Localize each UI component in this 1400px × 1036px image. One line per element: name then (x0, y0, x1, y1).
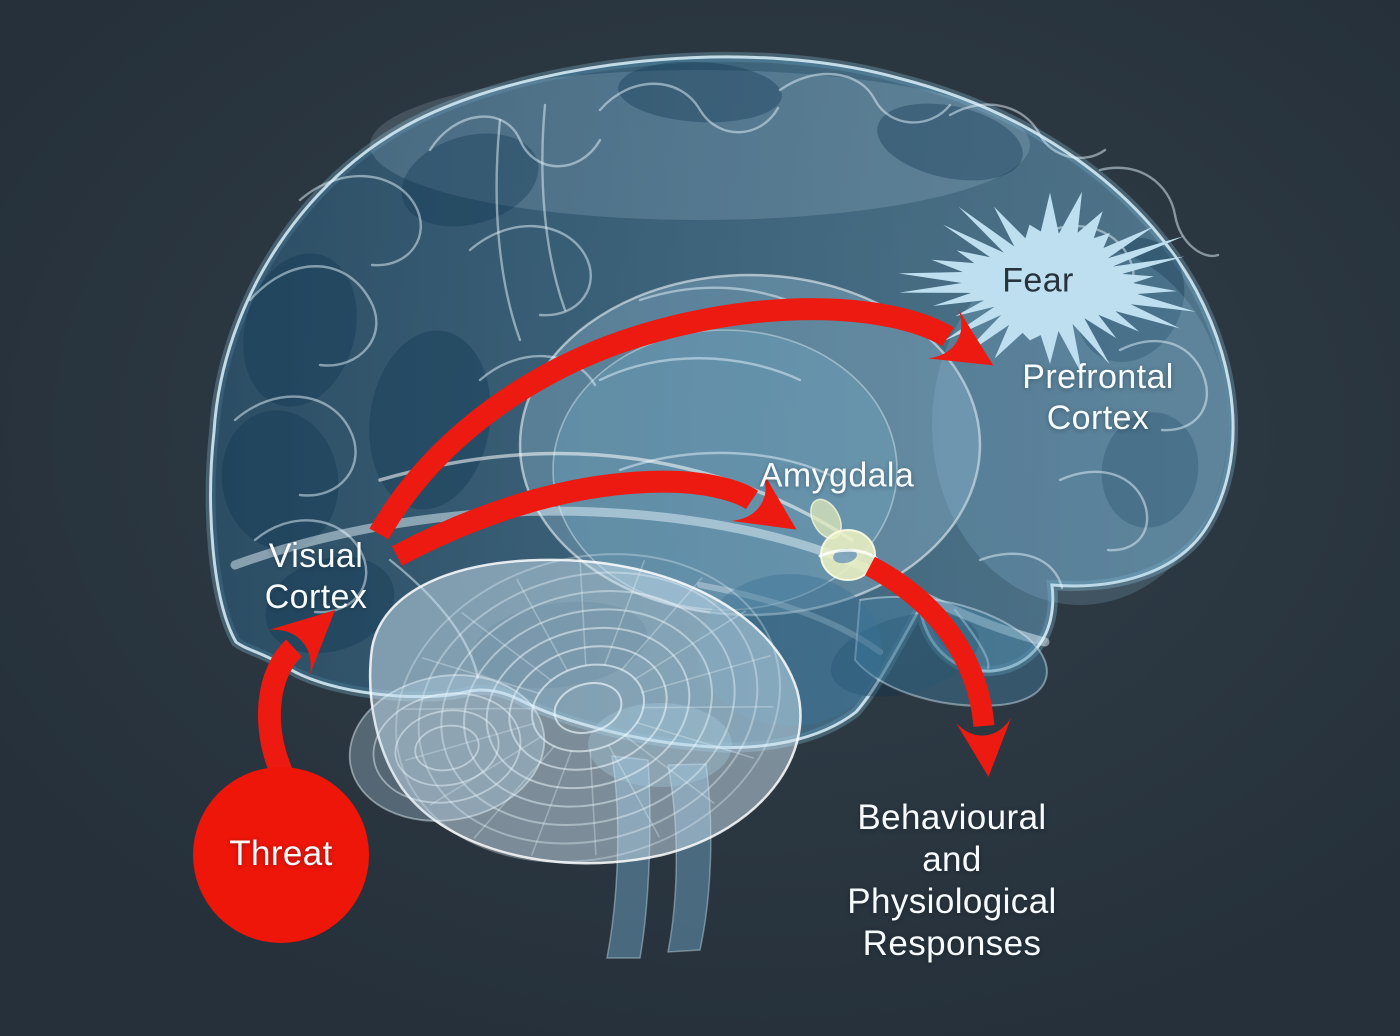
amygdala-structure (810, 498, 878, 581)
arrow-visual-cortex-to-amygdala (391, 470, 797, 566)
arrow-visual-cortex-to-prefrontal-cortex (369, 298, 994, 540)
arrow-amygdala-to-responses (865, 556, 1012, 777)
cerebellum-lobe-folds (348, 674, 546, 822)
cerebellum (348, 553, 802, 865)
pathway-arrows (257, 298, 1012, 781)
threat-circle (193, 767, 369, 943)
fear-burst-shape (898, 191, 1196, 375)
fear-burst (898, 191, 1196, 375)
cerebellum-folds (395, 553, 781, 863)
arrow-threat-to-visual-cortex (257, 610, 336, 781)
